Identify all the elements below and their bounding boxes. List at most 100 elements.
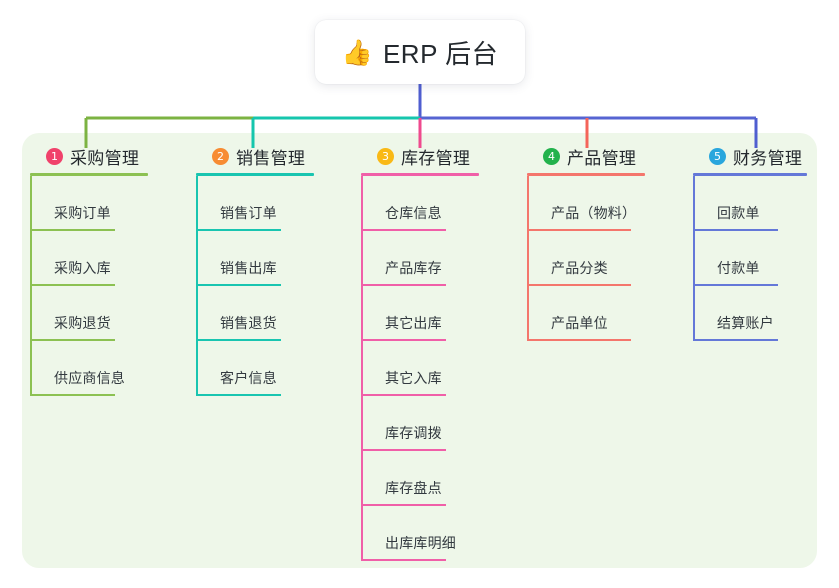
leaf-item-label: 销售出库 (220, 260, 277, 276)
leaf-item-label: 产品单位 (551, 315, 608, 331)
leaf-item-underline (527, 284, 631, 286)
root-node-title: ERP 后台 (382, 38, 499, 69)
leaf-list: 产品（物料） 产品分类产品单位 (527, 176, 687, 341)
branch-badge-4: 4 (543, 147, 560, 165)
leaf-item-label: 销售退货 (220, 315, 277, 331)
branches-panel (22, 133, 817, 568)
leaf-spine (693, 176, 695, 341)
leaf-spine (361, 176, 363, 561)
leaf-item[interactable]: 产品单位 (527, 286, 687, 341)
leaf-item-underline (30, 229, 115, 231)
leaf-item[interactable]: 采购入库 (30, 231, 180, 286)
branch-header-3[interactable]: 3 库存管理 (361, 143, 521, 169)
leaf-item[interactable]: 其它入库 (361, 341, 521, 396)
branch-underline-1 (30, 173, 148, 176)
leaf-item[interactable]: 库存调拨 (361, 396, 521, 451)
leaf-item-label: 付款单 (717, 260, 760, 276)
leaf-item-underline (693, 339, 778, 341)
leaf-list: 仓库信息产品库存其它出库其它入库库存调拨库存盘点出库库明细 (361, 176, 521, 561)
leaf-item-underline (196, 339, 281, 341)
leaf-item-label: 其它出库 (385, 315, 442, 331)
leaf-item[interactable]: 出库库明细 (361, 506, 521, 561)
leaf-spine (196, 176, 198, 396)
branch-header-2[interactable]: 2 销售管理 (196, 143, 346, 169)
branch-title-1: 采购管理 (70, 148, 140, 168)
leaf-item-label: 结算账户 (717, 315, 774, 331)
leaf-item-label: 产品（物料） (551, 205, 637, 221)
leaf-list: 销售订单销售出库销售退货客户信息 (196, 176, 346, 396)
leaf-spine (30, 176, 32, 396)
leaf-item[interactable]: 结算账户 (693, 286, 823, 341)
leaf-item[interactable]: 采购退货 (30, 286, 180, 341)
thumbs-up-icon: 👍 (341, 38, 373, 67)
branch-header-5[interactable]: 5 财务管理 (693, 143, 823, 169)
branch-header-4[interactable]: 4 产品管理 (527, 143, 687, 169)
leaf-item-underline (693, 284, 778, 286)
leaf-item-label: 采购入库 (54, 260, 111, 276)
leaf-item-label: 库存调拨 (385, 425, 442, 441)
leaf-item[interactable]: 仓库信息 (361, 176, 521, 231)
leaf-item-underline (361, 504, 446, 506)
leaf-item[interactable]: 产品（物料） (527, 176, 687, 231)
branch-badge-2: 2 (212, 147, 229, 165)
leaf-item-label: 其它入库 (385, 370, 442, 386)
branch-column-3: 3 库存管理仓库信息产品库存其它出库其它入库库存调拨库存盘点出库库明细 (361, 143, 521, 561)
leaf-item[interactable]: 回款单 (693, 176, 823, 231)
branch-underline-2 (196, 173, 314, 176)
leaf-item-underline (527, 229, 631, 231)
leaf-item-underline (196, 229, 281, 231)
leaf-item-underline (693, 229, 778, 231)
leaf-item[interactable]: 销售订单 (196, 176, 346, 231)
leaf-item-underline (361, 339, 446, 341)
leaf-list: 采购订单采购入库采购退货供应商信息 (30, 176, 180, 396)
leaf-item-label: 供应商信息 (54, 370, 125, 386)
leaf-spine (527, 176, 529, 341)
leaf-item-underline (196, 284, 281, 286)
branch-column-1: 1 采购管理采购订单采购入库采购退货供应商信息 (30, 143, 180, 396)
leaf-item-label: 出库库明细 (385, 535, 456, 551)
root-node[interactable]: 👍 ERP 后台 (315, 20, 525, 84)
branch-title-5: 财务管理 (733, 148, 803, 168)
leaf-item-label: 库存盘点 (385, 480, 442, 496)
leaf-item[interactable]: 客户信息 (196, 341, 346, 396)
branch-title-4: 产品管理 (567, 148, 637, 168)
branch-badge-3: 3 (377, 147, 394, 165)
branch-underline-4 (527, 173, 645, 176)
leaf-item[interactable]: 采购订单 (30, 176, 180, 231)
leaf-item[interactable]: 销售出库 (196, 231, 346, 286)
leaf-item[interactable]: 产品库存 (361, 231, 521, 286)
branch-column-5: 5 财务管理回款单付款单结算账户 (693, 143, 823, 341)
leaf-item-label: 采购退货 (54, 315, 111, 331)
leaf-item[interactable]: 库存盘点 (361, 451, 521, 506)
branch-underline-3 (361, 173, 479, 176)
leaf-item-underline (361, 394, 446, 396)
branch-badge-1: 1 (46, 147, 63, 165)
leaf-item-underline (361, 449, 446, 451)
branch-title-3: 库存管理 (401, 148, 471, 168)
leaf-item-underline (30, 284, 115, 286)
leaf-item-label: 回款单 (717, 205, 760, 221)
leaf-item-label: 销售订单 (220, 205, 277, 221)
leaf-item-underline (361, 559, 446, 561)
branch-column-2: 2 销售管理销售订单销售出库销售退货客户信息 (196, 143, 346, 396)
leaf-item[interactable]: 付款单 (693, 231, 823, 286)
branch-underline-5 (693, 173, 807, 176)
branch-title-2: 销售管理 (236, 148, 306, 168)
leaf-item-label: 产品库存 (385, 260, 442, 276)
leaf-item-label: 仓库信息 (385, 205, 442, 221)
leaf-item-label: 采购订单 (54, 205, 111, 221)
leaf-item-underline (30, 394, 115, 396)
leaf-item[interactable]: 产品分类 (527, 231, 687, 286)
leaf-item[interactable]: 销售退货 (196, 286, 346, 341)
branch-badge-5: 5 (709, 147, 726, 165)
leaf-item[interactable]: 供应商信息 (30, 341, 180, 396)
leaf-item-label: 客户信息 (220, 370, 277, 386)
leaf-item-underline (361, 229, 446, 231)
leaf-item-underline (196, 394, 281, 396)
branch-header-1[interactable]: 1 采购管理 (30, 143, 180, 169)
branch-column-4: 4 产品管理产品（物料） 产品分类产品单位 (527, 143, 687, 341)
leaf-item-underline (527, 339, 631, 341)
leaf-item[interactable]: 其它出库 (361, 286, 521, 341)
leaf-item-label: 产品分类 (551, 260, 608, 276)
